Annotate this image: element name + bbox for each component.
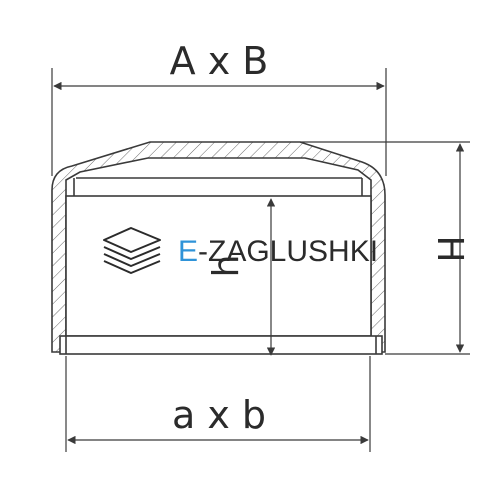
outer-width-label: A x B [170, 39, 269, 83]
stacked-layers-icon [103, 227, 161, 274]
cap-shell-section [51, 141, 386, 353]
watermark: E-ZAGLUSHKI [103, 227, 378, 274]
watermark-brand-rest: -ZAGLUSHKI [198, 235, 378, 268]
outer-height-label: H [429, 235, 470, 262]
dimension-inner-width [65, 356, 371, 452]
inner-height-label: h [206, 255, 247, 278]
watermark-brand-prefix: E [178, 235, 198, 268]
bottom-flange [59, 335, 383, 355]
watermark-brand-text: E-ZAGLUSHKI [178, 235, 378, 268]
dimension-outer-height [300, 141, 470, 355]
dimension-outer-width [51, 68, 387, 176]
inner-width-label: a x b [172, 393, 266, 437]
